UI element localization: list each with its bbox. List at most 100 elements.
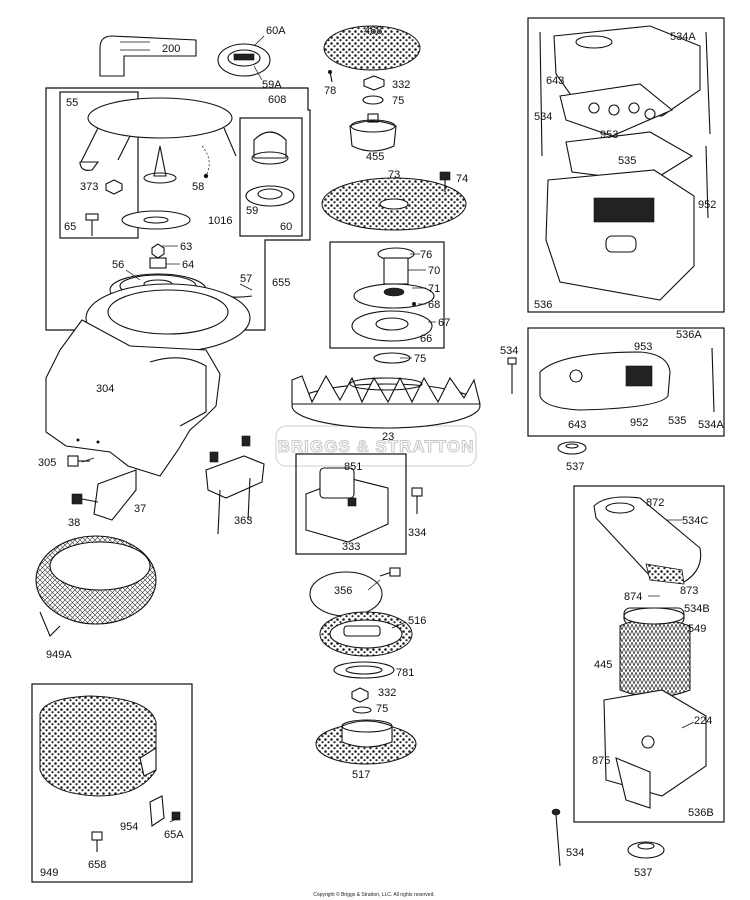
label-304: 304 — [96, 383, 114, 395]
part-75-washer — [362, 95, 384, 105]
label-516: 516 — [408, 615, 426, 627]
label-68: 68 — [428, 299, 440, 311]
part-305-screw — [67, 455, 90, 467]
label-55: 55 — [66, 97, 78, 109]
frame-66 — [329, 241, 445, 349]
label-78: 78 — [324, 85, 336, 97]
leader-lines — [81, 35, 695, 823]
part-468-foam — [323, 25, 421, 71]
label-75: 75 — [392, 95, 404, 107]
label-517: 517 — [352, 769, 370, 781]
frame-55 — [59, 91, 139, 239]
label-658: 658 — [88, 859, 106, 871]
part-356-wire — [309, 567, 401, 617]
part-455-cup — [349, 113, 397, 152]
label-56: 56 — [112, 259, 124, 271]
part-60A-59A — [217, 43, 271, 77]
part-534b-bolt — [507, 357, 517, 394]
label-333: 333 — [342, 541, 360, 553]
label-643a: 643 — [546, 75, 564, 87]
label-873: 873 — [680, 585, 698, 597]
label-549: 549 — [688, 623, 706, 635]
label-334: 334 — [408, 527, 426, 539]
part-65-screw — [85, 213, 99, 236]
label-67: 67 — [438, 317, 450, 329]
label-875: 875 — [592, 755, 610, 767]
label-73: 73 — [388, 169, 400, 181]
label-949A: 949A — [46, 649, 72, 661]
label-38: 38 — [68, 517, 80, 529]
copyright: Copyright © Briggs & Stratton, LLC. All … — [313, 891, 435, 898]
label-872: 872 — [646, 497, 664, 509]
part-1016-washer — [121, 210, 191, 230]
part-59-60-pawl — [245, 131, 295, 207]
part-200-bracket — [99, 35, 197, 77]
frame-333 — [295, 453, 407, 555]
part-74-screw — [439, 171, 451, 192]
part-304-blower-housing — [45, 283, 251, 477]
label-445: 445 — [594, 659, 612, 671]
label-57: 57 — [240, 273, 252, 285]
frame-949 — [31, 683, 193, 883]
part-537b-nut — [627, 841, 665, 859]
part-851-armature — [305, 467, 389, 543]
label-952b: 952 — [630, 417, 648, 429]
part-75c-washer — [352, 706, 372, 714]
label-608: 608 — [268, 94, 286, 106]
label-953a: 953 — [600, 129, 618, 141]
label-1016: 1016 — [208, 215, 232, 227]
part-23-flywheel — [291, 374, 481, 429]
label-952a: 952 — [698, 199, 716, 211]
label-356: 356 — [334, 585, 352, 597]
label-536B: 536B — [688, 807, 714, 819]
label-535b: 535 — [668, 415, 686, 427]
part-536B-air-cleaner — [593, 496, 707, 809]
label-60: 60 — [280, 221, 292, 233]
label-534B: 534B — [684, 603, 710, 615]
part-332b-nut — [351, 687, 369, 703]
label-468: 468 — [364, 25, 382, 37]
label-63: 63 — [180, 241, 192, 253]
label-305: 305 — [38, 457, 56, 469]
label-66: 66 — [420, 333, 432, 345]
label-75c: 75 — [376, 703, 388, 715]
label-75b: 75 — [414, 353, 426, 365]
label-781: 781 — [396, 667, 414, 679]
part-363-bracket — [205, 435, 265, 535]
part-labels: 200 60A 59A 468 78 332 75 455 55 608 373… — [38, 25, 724, 879]
label-537b: 537 — [634, 867, 652, 879]
label-64: 64 — [182, 259, 194, 271]
part-78-pin — [328, 70, 333, 83]
label-949: 949 — [40, 867, 58, 879]
part-66-assembly — [351, 247, 435, 342]
part-537a-nut — [557, 441, 587, 455]
label-224: 224 — [694, 715, 712, 727]
label-76: 76 — [420, 249, 432, 261]
label-332: 332 — [392, 79, 410, 91]
label-65A: 65A — [164, 829, 184, 841]
label-363: 363 — [234, 515, 252, 527]
label-953b: 953 — [634, 341, 652, 353]
part-781-washer — [333, 661, 395, 679]
label-70: 70 — [428, 265, 440, 277]
label-373: 373 — [80, 181, 98, 193]
label-954: 954 — [120, 821, 138, 833]
label-851: 851 — [344, 461, 362, 473]
label-60A: 60A — [266, 25, 286, 37]
part-949A-screen — [35, 535, 157, 637]
part-536-air-cleaner — [539, 25, 711, 301]
label-59: 59 — [246, 205, 258, 217]
label-200: 200 — [162, 43, 180, 55]
part-516-gear — [319, 611, 413, 657]
label-655: 655 — [272, 277, 290, 289]
label-643b: 643 — [568, 419, 586, 431]
part-536A-cover — [539, 347, 715, 413]
label-537a: 537 — [566, 461, 584, 473]
part-332-nut — [363, 75, 385, 91]
label-536A: 536A — [676, 329, 702, 341]
part-949-foam — [39, 695, 157, 797]
label-23: 23 — [382, 431, 394, 443]
frame-536B — [573, 485, 725, 823]
label-535a: 535 — [618, 155, 636, 167]
watermark: BRIGGS & STRATTON — [275, 425, 477, 467]
